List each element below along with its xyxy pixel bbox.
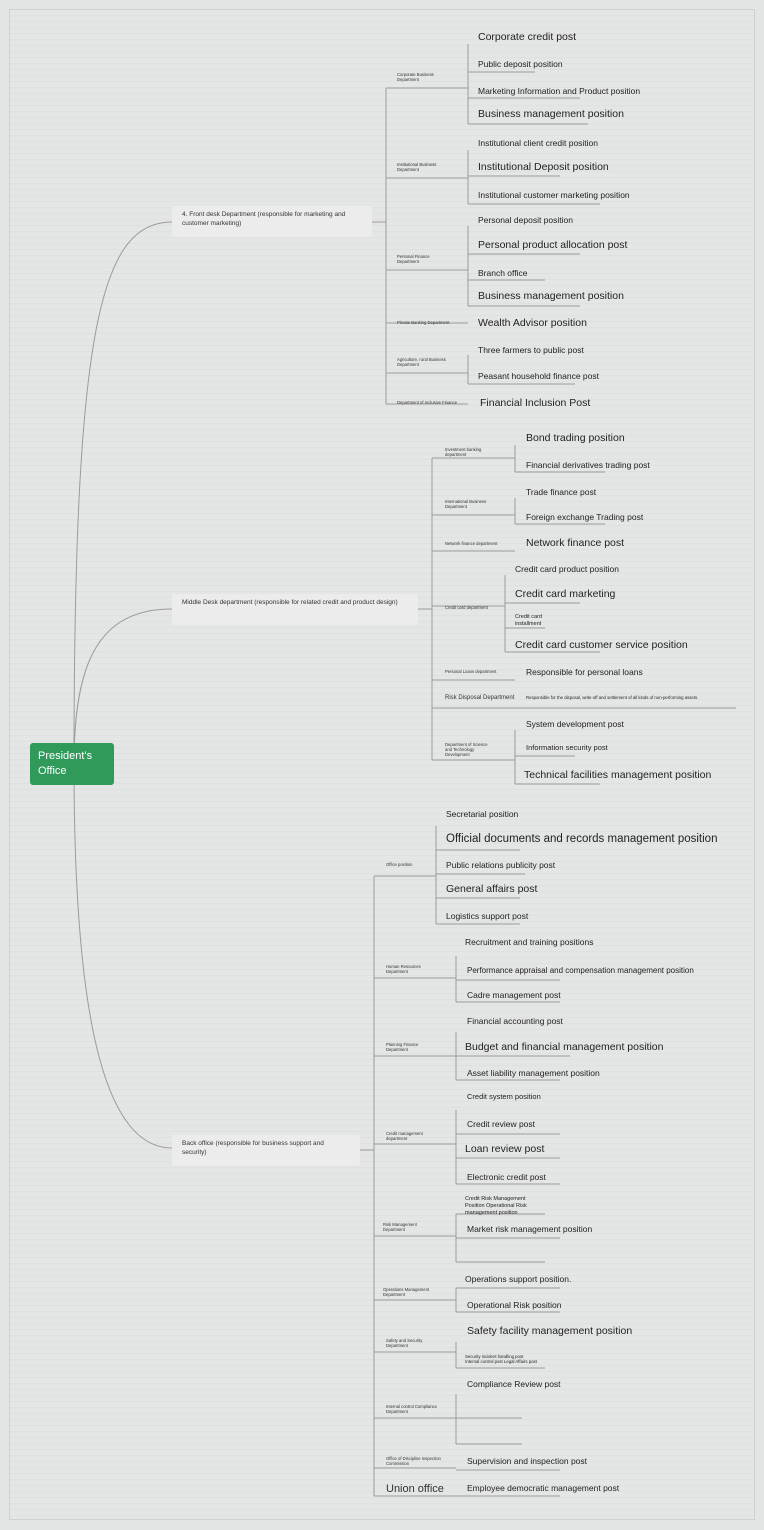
- sub-personal-loans[interactable]: Personal Loans department: [445, 669, 497, 674]
- sub-risk-disposal[interactable]: Risk Disposal Department: [445, 695, 515, 701]
- post-cadre-management[interactable]: Cadre management post: [467, 990, 561, 1000]
- dept-back-office[interactable]: Back office (responsible for business su…: [172, 1135, 360, 1166]
- canvas-frame: [9, 9, 755, 1520]
- post-credit-risk-operational-risk[interactable]: Credit Risk Management Position Operatio…: [465, 1196, 527, 1216]
- sub-agriculture-rural[interactable]: Agriculture, rural Business Department: [397, 357, 446, 367]
- post-financial-accounting[interactable]: Financial accounting post: [467, 1016, 563, 1026]
- post-secretarial[interactable]: Secretarial position: [446, 809, 519, 819]
- post-security-incident-handling[interactable]: Security incident handling post Internal…: [465, 1354, 537, 1364]
- post-personal-product-allocation[interactable]: Personal product allocation post: [478, 239, 628, 251]
- sub-discipline-inspection[interactable]: Office of Discipline Inspection Commissi…: [386, 1456, 441, 1466]
- post-performance-appraisal[interactable]: Performance appraisal and compensation m…: [467, 966, 694, 975]
- post-financial-inclusion[interactable]: Financial Inclusion Post: [480, 397, 591, 409]
- post-credit-card-customer-service[interactable]: Credit card customer service position: [515, 639, 688, 651]
- post-foreign-exchange[interactable]: Foreign exchange Trading post: [526, 512, 644, 522]
- post-supervision-inspection[interactable]: Supervision and inspection post: [467, 1456, 588, 1466]
- dept-middle-desk[interactable]: Middle Desk department (responsible for …: [172, 594, 418, 625]
- post-branch-office[interactable]: Branch office: [478, 268, 528, 278]
- sub-safety-security[interactable]: Safety and Security Department: [386, 1338, 423, 1348]
- post-recruitment-training[interactable]: Recruitment and training positions: [465, 937, 594, 947]
- post-general-affairs[interactable]: General affairs post: [446, 883, 538, 895]
- post-public-relations[interactable]: Public relations publicity post: [446, 860, 556, 870]
- post-peasant-household-finance[interactable]: Peasant household finance post: [478, 371, 599, 381]
- post-budget-financial-management[interactable]: Budget and financial management position: [465, 1041, 664, 1053]
- post-logistics-support[interactable]: Logistics support post: [446, 911, 529, 921]
- sub-credit-card[interactable]: Credit card department: [445, 605, 488, 610]
- post-personal-deposit[interactable]: Personal deposit position: [478, 215, 573, 225]
- post-credit-review[interactable]: Credit review post: [467, 1119, 536, 1129]
- post-employee-democratic-management[interactable]: Employee democratic management post: [467, 1483, 620, 1493]
- post-electronic-credit[interactable]: Electronic credit post: [467, 1172, 546, 1182]
- sub-union-office[interactable]: Union office: [386, 1483, 444, 1495]
- post-institutional-client-credit[interactable]: Institutional client credit position: [478, 138, 599, 148]
- sub-internal-control[interactable]: Internal control Compliance Department: [386, 1404, 437, 1414]
- post-credit-card-marketing[interactable]: Credit card marketing: [515, 588, 616, 600]
- post-non-performing-assets[interactable]: Responsible for the disposal, write-off …: [526, 695, 699, 700]
- post-operations-support[interactable]: Operations support position.: [465, 1274, 572, 1284]
- post-network-finance[interactable]: Network finance post: [526, 537, 625, 549]
- post-operational-risk[interactable]: Operational Risk position: [467, 1300, 562, 1310]
- sub-investment-banking[interactable]: Investment banking department: [445, 447, 482, 457]
- sub-operations-management[interactable]: Operations Management Department: [383, 1287, 430, 1297]
- post-compliance-review[interactable]: Compliance Review post: [467, 1379, 561, 1389]
- post-market-risk[interactable]: Market risk management position: [467, 1224, 593, 1234]
- post-loan-review[interactable]: Loan review post: [465, 1143, 545, 1155]
- post-three-farmers[interactable]: Three farmers to public post: [478, 345, 584, 355]
- sub-network-finance[interactable]: Network finance department: [445, 541, 498, 546]
- sub-international-business[interactable]: International Business Department: [445, 499, 487, 509]
- sub-institutional-business[interactable]: Institutional Business Department: [397, 162, 437, 172]
- sub-office-position[interactable]: Office position: [386, 862, 413, 867]
- post-credit-card-product[interactable]: Credit card product position: [515, 564, 619, 574]
- post-financial-derivatives[interactable]: Financial derivatives trading post: [526, 460, 650, 470]
- sub-human-resources[interactable]: Human Resources Department: [386, 964, 421, 974]
- root-node-presidents-office[interactable]: President's Office: [30, 743, 114, 785]
- post-official-documents[interactable]: Official documents and records managemen…: [446, 833, 718, 845]
- post-asset-liability[interactable]: Asset liability management position: [467, 1068, 600, 1078]
- post-business-management-2[interactable]: Business management position: [478, 290, 624, 302]
- sub-credit-management[interactable]: Credit management department: [386, 1131, 423, 1141]
- post-institutional-customer-marketing[interactable]: Institutional customer marketing positio…: [478, 190, 630, 200]
- post-information-security[interactable]: Information security post: [526, 743, 608, 752]
- sub-risk-management[interactable]: Risk Management Department: [383, 1222, 417, 1232]
- post-marketing-information[interactable]: Marketing Information and Product positi…: [478, 86, 641, 96]
- sub-personal-finance[interactable]: Personal Finance Department: [397, 254, 430, 264]
- post-public-deposit[interactable]: Public deposit position: [478, 59, 563, 69]
- dept-front-desk[interactable]: 4. Front desk Department (responsible fo…: [172, 206, 372, 237]
- post-personal-loans[interactable]: Responsible for personal loans: [526, 667, 643, 677]
- sub-corporate-business[interactable]: Corporate Business Department: [397, 72, 434, 82]
- post-safety-facility[interactable]: Safety facility management position: [467, 1325, 633, 1337]
- post-business-management-1[interactable]: Business management position: [478, 108, 624, 120]
- post-technical-facilities[interactable]: Technical facilities management position: [524, 769, 712, 781]
- sub-inclusive-finance[interactable]: Department of Inclusive Finance: [397, 400, 458, 405]
- post-institutional-deposit[interactable]: Institutional Deposit position: [478, 161, 609, 173]
- post-trade-finance[interactable]: Trade finance post: [526, 487, 597, 497]
- sub-private-banking[interactable]: Private Banking Department: [397, 320, 450, 325]
- post-wealth-advisor[interactable]: Wealth Advisor position: [478, 317, 587, 329]
- post-credit-system[interactable]: Credit system position: [467, 1092, 541, 1101]
- sub-science-technology[interactable]: Department of Science and Technology Dev…: [445, 742, 488, 757]
- post-system-development[interactable]: System development post: [526, 719, 624, 729]
- post-corporate-credit[interactable]: Corporate credit post: [478, 31, 577, 43]
- post-bond-trading[interactable]: Bond trading position: [526, 432, 625, 444]
- sub-planning-finance[interactable]: Planning Finance Department: [386, 1042, 419, 1052]
- post-credit-card-installment[interactable]: Credit card installment: [515, 614, 542, 627]
